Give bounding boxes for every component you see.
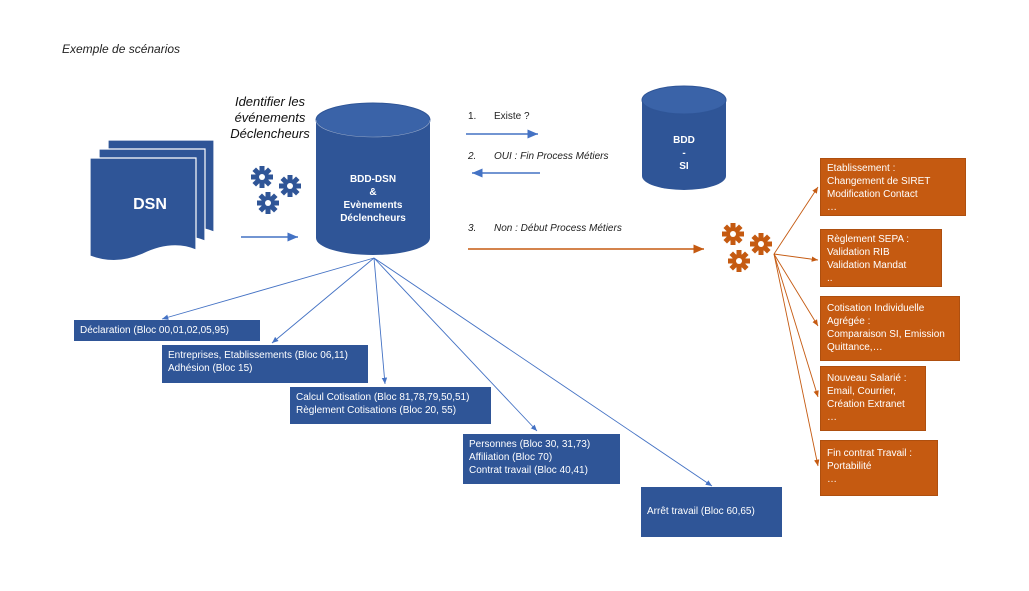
step-number: 1. (468, 111, 477, 122)
event-cotisation-box: Cotisation Individuelle Agrégée : Compar… (820, 296, 960, 361)
bloc-line: Déclaration (Bloc 00,01,02,05,95) (80, 325, 229, 336)
event-line: Nouveau Salarié : (827, 373, 907, 384)
event-line: Règlement SEPA : (827, 234, 910, 245)
bdd-si-line: BDD (673, 135, 695, 146)
bdd-si-line: - (682, 148, 686, 159)
event-line: Changement de SIRET (827, 176, 931, 187)
bloc-line: Entreprises, Etablissements (Bloc 06,11) (168, 350, 348, 361)
dsn-documents-icon (89, 139, 215, 262)
bdd-dsn-line: Evènements (343, 200, 403, 211)
event-line: Fin contrat Travail : (827, 448, 913, 459)
step-number: 2. (468, 151, 477, 162)
identify-line: Déclencheurs (230, 126, 310, 141)
bloc-line: Règlement Cotisations (Bloc 20, 55) (296, 405, 457, 416)
step-text: OUI : Fin Process Métiers (494, 151, 609, 162)
event-line: .. (827, 273, 833, 284)
bloc-line: Personnes (Bloc 30, 31,73) (469, 439, 591, 450)
bloc-cotisation-box: Calcul Cotisation (Bloc 81,78,79,50,51) … (290, 387, 491, 424)
step-1: 1. Existe ? (468, 111, 530, 122)
identify-line: Identifier les (234, 94, 306, 109)
identify-line: événements (234, 110, 306, 125)
event-line: … (827, 474, 837, 485)
bloc-declaration-box: Déclaration (Bloc 00,01,02,05,95) (74, 320, 260, 341)
bdd-dsn-line: Déclencheurs (340, 213, 406, 224)
page-title: Exemple de scénarios (62, 42, 181, 56)
event-sepa-box: Règlement SEPA : Validation RIB Validati… (820, 229, 942, 287)
bdd-dsn-label: BDD-DSN & Evènements Déclencheurs (326, 173, 420, 225)
event-line: Portabilité (827, 461, 872, 472)
event-line: Email, Courrier, (827, 386, 896, 397)
event-fin-contrat-box: Fin contrat Travail : Portabilité … (820, 440, 938, 496)
step-number: 3. (468, 223, 477, 234)
bdd-si-cylinder (641, 85, 727, 190)
event-line: Comparaison SI, Emission (827, 329, 945, 340)
bdd-si-line: SI (679, 161, 689, 172)
bdd-dsn-cylinder (315, 102, 431, 255)
bloc-line: Calcul Cotisation (Bloc 81,78,79,50,51) (296, 392, 470, 403)
event-line: Modification Contact (827, 189, 918, 200)
bloc-line: Affiliation (Bloc 70) (469, 452, 553, 463)
event-line: Création Extranet (827, 399, 905, 410)
event-line: … (827, 202, 837, 213)
event-line: Quittance,… (827, 342, 883, 353)
event-line: Validation Mandat (827, 260, 907, 271)
bdd-si-label: BDD - SI (650, 134, 718, 173)
event-line: Etablissement : (827, 163, 896, 174)
event-line: Validation RIB (827, 247, 890, 258)
step-text: Existe ? (494, 111, 530, 122)
event-salarie-box: Nouveau Salarié : Email, Courrier, Créat… (820, 366, 926, 431)
step-2: 2. OUI : Fin Process Métiers (468, 151, 608, 162)
bloc-personnes-box: Personnes (Bloc 30, 31,73) Affiliation (… (463, 434, 620, 484)
event-line: Agrégée : (827, 316, 871, 327)
gears-icon (722, 223, 772, 272)
event-line: Cotisation Individuelle (827, 303, 925, 314)
identify-events-label: Identifier les événements Déclencheurs (220, 94, 320, 142)
bdd-dsn-line: & (369, 187, 377, 198)
bloc-line: Arrêt travail (Bloc 60,65) (647, 506, 755, 517)
dsn-label: DSN (133, 196, 167, 213)
gears-icon (251, 166, 301, 214)
event-line: … (827, 412, 837, 423)
bloc-line: Contrat travail (Bloc 40,41) (469, 465, 588, 476)
bloc-arret-box: Arrêt travail (Bloc 60,65) (641, 487, 782, 537)
event-etablissement-box: Etablissement : Changement de SIRET Modi… (820, 158, 966, 216)
bloc-entreprises-box: Entreprises, Etablissements (Bloc 06,11)… (162, 345, 368, 383)
step-3: 3. Non : Début Process Métiers (468, 223, 622, 234)
bdd-dsn-line: BDD-DSN (349, 174, 397, 185)
step-text: Non : Début Process Métiers (494, 223, 622, 234)
bloc-line: Adhésion (Bloc 15) (168, 363, 253, 374)
